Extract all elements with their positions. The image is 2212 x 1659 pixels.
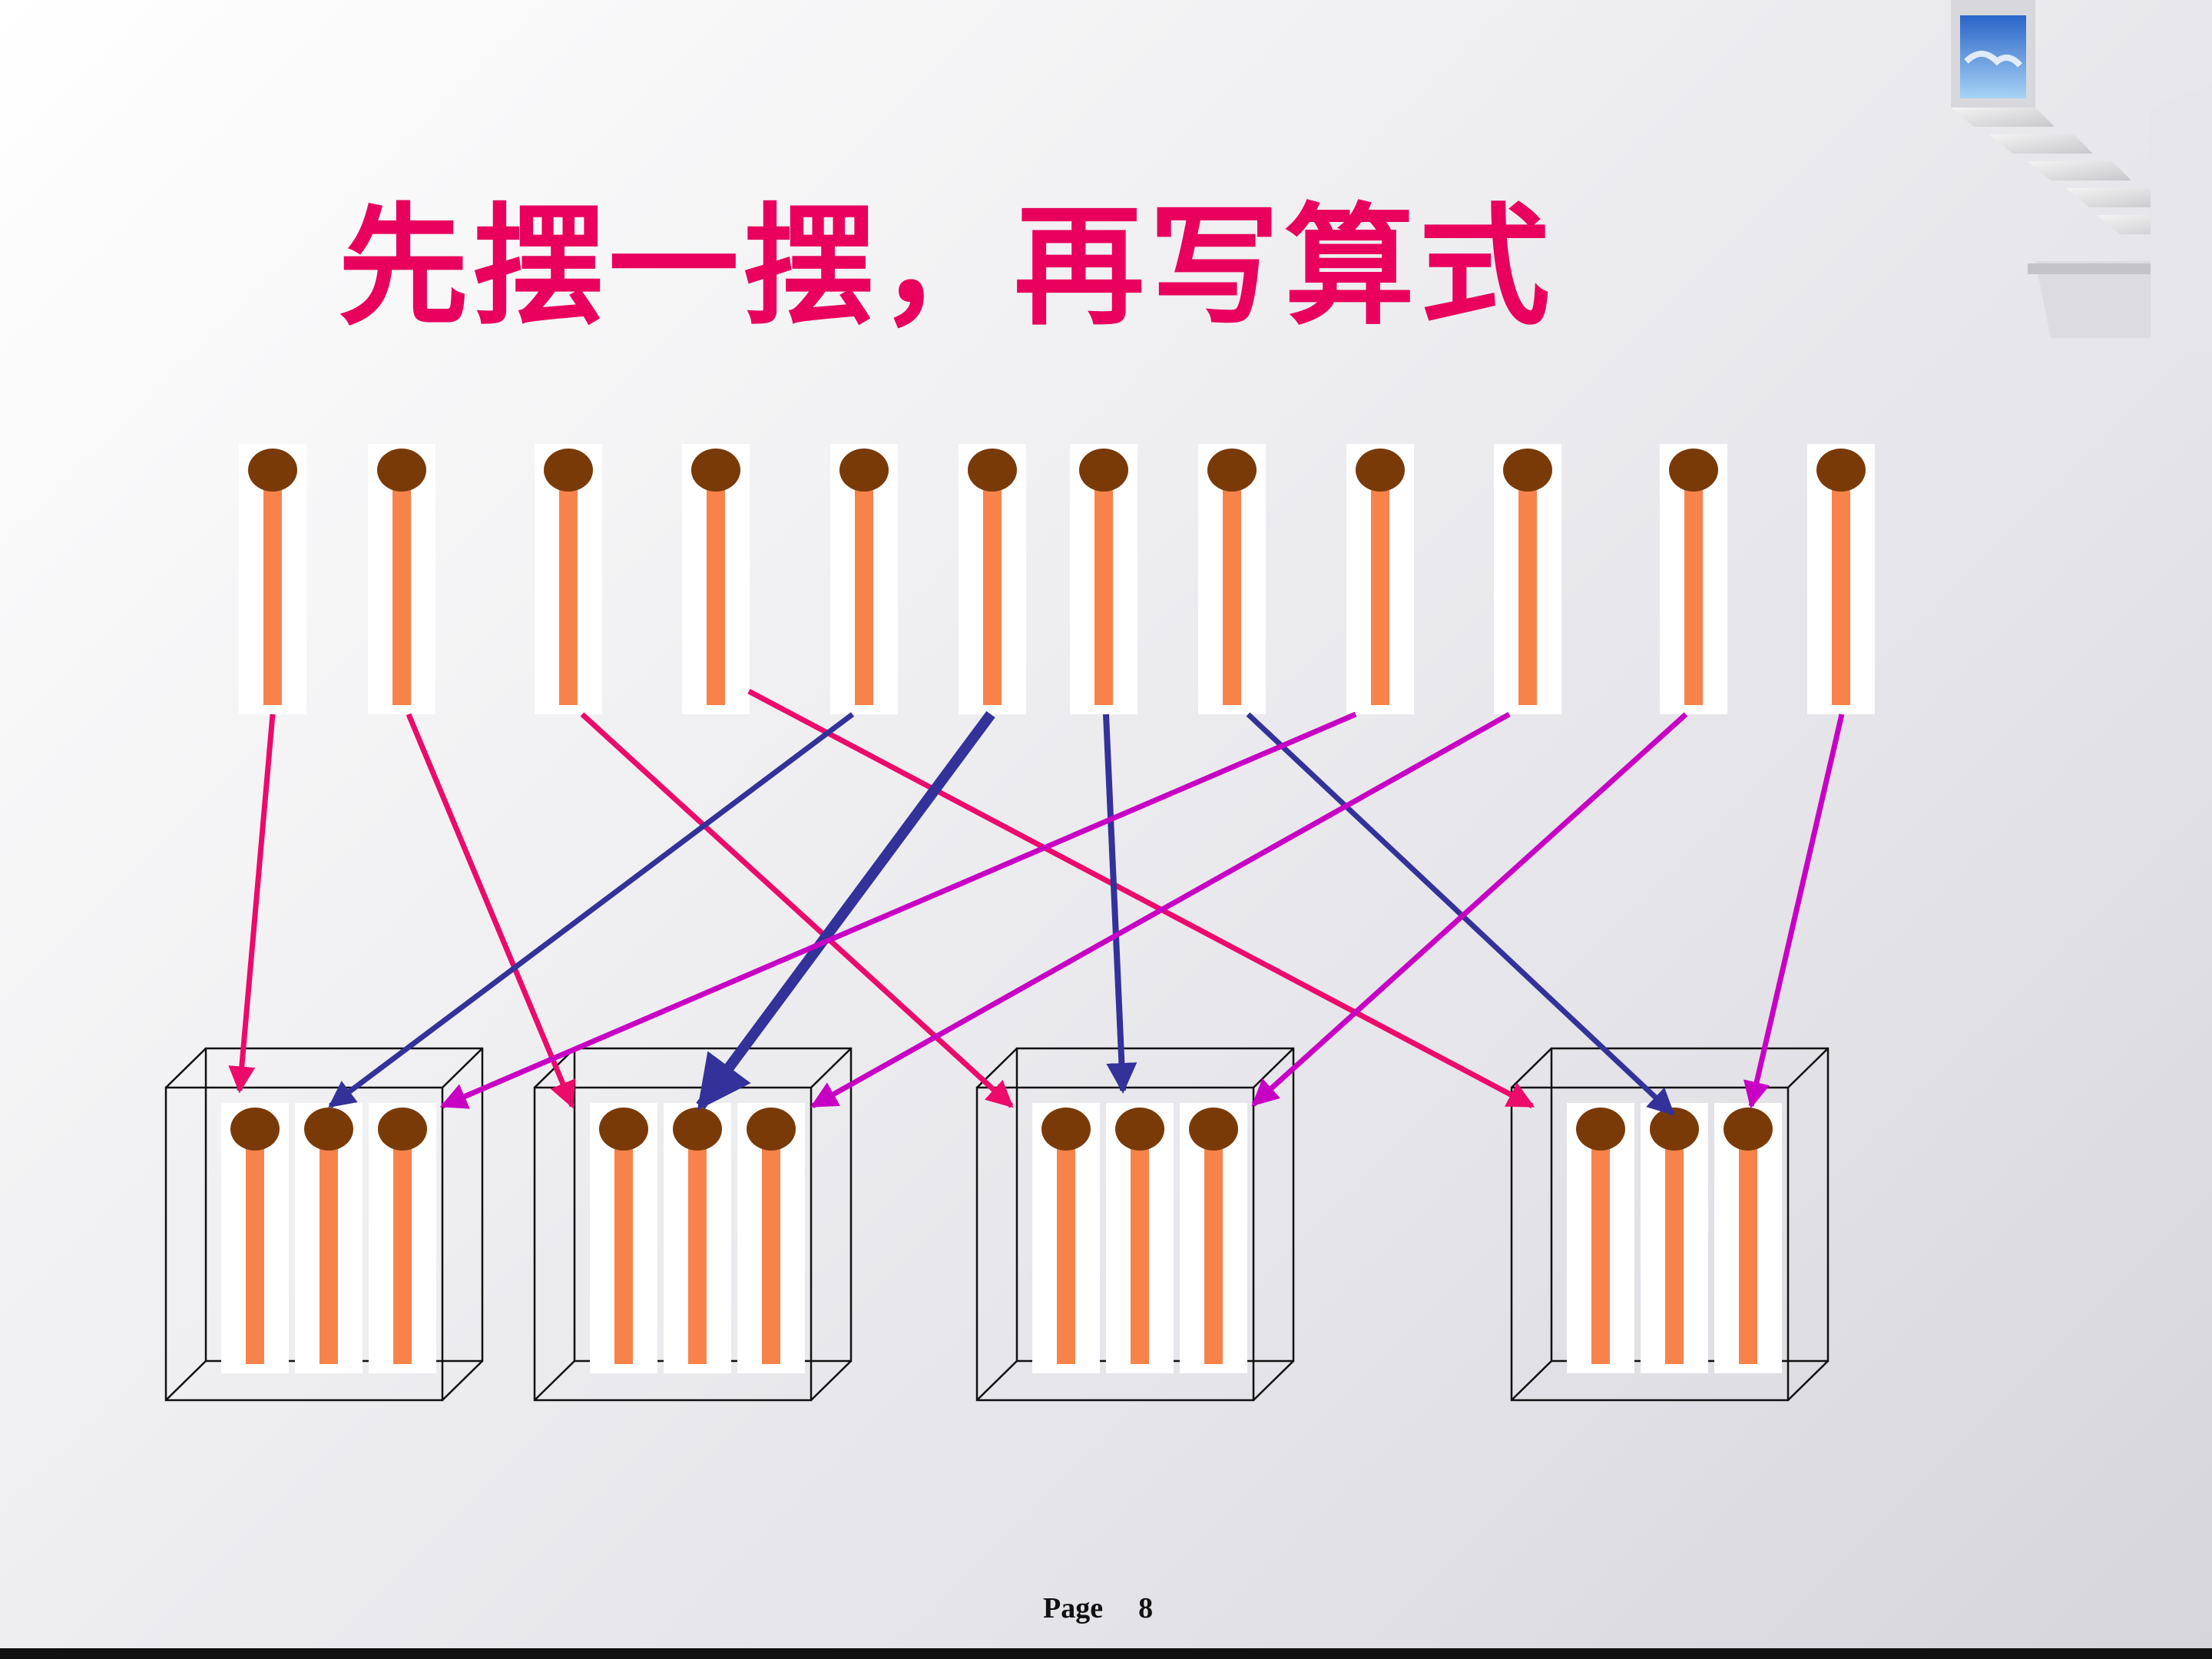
match-box [533, 1047, 853, 1402]
purple-arrow [439, 711, 1357, 1109]
red-arrow [580, 712, 1014, 1108]
boxed-match [1567, 1103, 1634, 1373]
purple-arrow [1251, 712, 1688, 1107]
top-match [1494, 444, 1561, 714]
boxed-match [664, 1103, 731, 1373]
boxed-match [369, 1103, 436, 1373]
top-match [1346, 444, 1414, 714]
match-box [164, 1047, 484, 1402]
boxed-match [1180, 1103, 1247, 1373]
match-box [1510, 1047, 1830, 1402]
blue-arrow [1103, 714, 1137, 1094]
boxed-match [1641, 1103, 1708, 1373]
boxed-match [737, 1103, 805, 1373]
boxed-match [1106, 1103, 1174, 1373]
top-match [1070, 444, 1137, 714]
blue-arrow [328, 712, 855, 1108]
boxed-match [1714, 1103, 1782, 1373]
boxed-match [295, 1103, 363, 1373]
boxed-match [1032, 1103, 1100, 1373]
page-label: Page [1043, 1592, 1104, 1624]
top-match [368, 444, 435, 714]
red-arrow [747, 688, 1535, 1109]
blue-arrow [1246, 712, 1675, 1116]
blue-arrow [696, 710, 995, 1111]
top-matches [239, 444, 1875, 714]
arrows [228, 688, 1845, 1116]
red-arrow [228, 714, 276, 1094]
bottom-bar [0, 1648, 2212, 1659]
match-boxes [164, 1047, 1830, 1402]
top-match [239, 444, 306, 714]
top-match [1807, 444, 1875, 714]
staircase-window-icon [1951, 0, 2212, 353]
page-footer: Page 8 [1043, 1591, 1153, 1625]
top-match [959, 444, 1026, 714]
purple-arrow [1743, 714, 1845, 1109]
top-match [830, 444, 898, 714]
purple-arrow [810, 711, 1511, 1109]
top-match [682, 444, 750, 714]
top-match [535, 444, 602, 714]
boxed-match [590, 1103, 657, 1373]
top-match [1198, 444, 1266, 714]
slide-title: 先摆一摆，再写算式 [338, 190, 1555, 343]
page-number: 8 [1138, 1592, 1154, 1624]
top-match [1660, 444, 1727, 714]
match-box [975, 1047, 1295, 1402]
red-arrow [406, 713, 576, 1109]
boxed-match [221, 1103, 289, 1373]
